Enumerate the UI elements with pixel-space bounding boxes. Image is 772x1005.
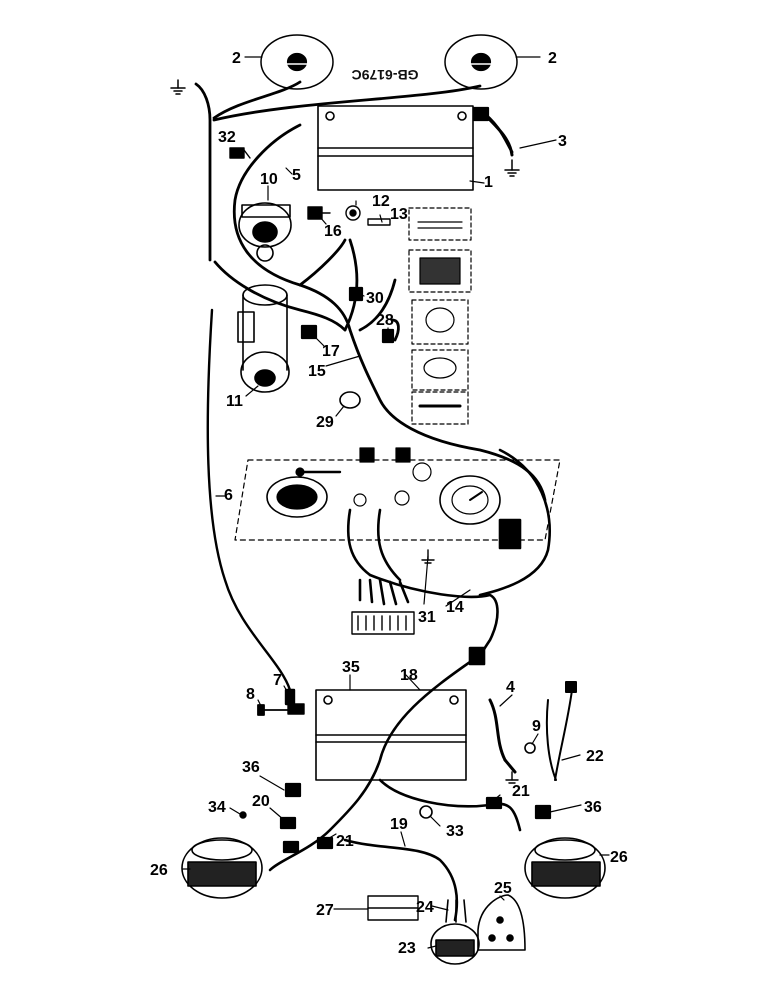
harness-18 xyxy=(268,660,522,922)
callout-31: 31 xyxy=(418,609,436,626)
component-4-cable xyxy=(488,698,517,774)
callout-9: 9 xyxy=(532,718,541,735)
drawing-reference-code: GB-6179C xyxy=(352,67,419,83)
callout-1: 1 xyxy=(484,174,493,191)
front-lamp-right xyxy=(444,34,518,90)
callout-18: 18 xyxy=(400,667,418,684)
ground-symbol-4 xyxy=(505,771,519,784)
component-34-screw xyxy=(239,811,247,819)
callout-15: 15 xyxy=(308,363,326,380)
callout-8: 8 xyxy=(246,686,255,703)
component-30-clip xyxy=(348,286,364,302)
callout-34: 34 xyxy=(208,799,226,816)
callout-4: 4 xyxy=(506,679,515,696)
detail-box-a xyxy=(408,207,472,241)
component-9-washer xyxy=(524,742,536,754)
component-12-bulb xyxy=(345,205,361,221)
callout-21-right: 21 xyxy=(512,783,530,800)
callout-24: 24 xyxy=(416,899,434,916)
callout-30: 30 xyxy=(366,290,384,307)
callout-19: 19 xyxy=(390,816,408,833)
callout-35: 35 xyxy=(342,659,360,676)
component-25-plate xyxy=(477,894,526,951)
callout-26-right: 26 xyxy=(610,849,628,866)
component-10-motor xyxy=(238,202,292,262)
component-21-connector-left xyxy=(316,836,334,850)
callout-28: 28 xyxy=(376,312,394,329)
callout-36-left: 36 xyxy=(242,759,260,776)
callout-36-right: 36 xyxy=(584,799,602,816)
component-36-plug-right xyxy=(534,804,552,820)
component-36-plug-left xyxy=(284,782,302,798)
component-22-lead xyxy=(545,681,577,781)
component-33-terminal xyxy=(419,805,433,819)
component-32-clip xyxy=(229,147,251,159)
detail-box-e xyxy=(411,391,469,425)
detail-box-d xyxy=(411,349,469,391)
ground-symbol-top-left xyxy=(170,79,186,95)
harness-14 xyxy=(346,448,551,666)
front-lamp-left xyxy=(260,34,334,90)
callout-20: 20 xyxy=(252,793,270,810)
detail-box-b xyxy=(408,249,472,293)
component-29-ring xyxy=(339,391,361,409)
callout-25: 25 xyxy=(494,880,512,897)
callout-26-left: 26 xyxy=(150,862,168,879)
component-24-lead xyxy=(445,899,467,923)
callout-2-right: 2 xyxy=(548,50,557,67)
callout-17: 17 xyxy=(322,343,340,360)
component-3-lead xyxy=(472,106,514,157)
callout-11: 11 xyxy=(226,393,243,410)
callout-12: 12 xyxy=(372,193,390,210)
callout-5: 5 xyxy=(292,167,301,184)
callout-3: 3 xyxy=(558,133,567,150)
component-1-box xyxy=(317,105,474,191)
rear-lamp-right xyxy=(524,837,606,899)
component-21-connector-right xyxy=(485,796,503,810)
component-27-strip xyxy=(367,895,419,921)
callout-22: 22 xyxy=(586,748,604,765)
callout-23: 23 xyxy=(398,940,416,957)
callout-16: 16 xyxy=(324,223,342,240)
component-23-lamp xyxy=(430,923,480,965)
instrument-panel xyxy=(234,447,561,541)
ground-symbol-right xyxy=(504,159,520,177)
leader-lines xyxy=(182,56,610,949)
component-13-fuse xyxy=(367,218,391,226)
callout-13: 13 xyxy=(390,206,408,223)
detail-box-c xyxy=(411,299,469,345)
callout-7: 7 xyxy=(273,672,282,689)
callout-labels: 1 2 2 3 4 5 6 7 8 9 10 11 12 13 14 15 16… xyxy=(150,50,628,957)
component-16-relay xyxy=(307,206,331,220)
rear-lamp-left xyxy=(181,837,263,899)
component-17-clip xyxy=(300,324,318,340)
component-11-canister xyxy=(237,284,290,393)
callout-6: 6 xyxy=(224,487,233,504)
callout-14: 14 xyxy=(446,599,464,616)
callout-27: 27 xyxy=(316,902,334,919)
lead-6 xyxy=(206,308,296,706)
callout-33: 33 xyxy=(446,823,464,840)
callout-21-left: 21 xyxy=(336,833,354,850)
component-8-screw xyxy=(257,704,291,716)
component-20-connector xyxy=(279,816,300,854)
component-7-connector xyxy=(287,703,305,715)
callout-2-left: 2 xyxy=(232,50,241,67)
callout-32: 32 xyxy=(218,129,236,146)
fuse-block xyxy=(351,611,415,635)
callout-10: 10 xyxy=(260,171,278,188)
callout-29: 29 xyxy=(316,414,334,431)
